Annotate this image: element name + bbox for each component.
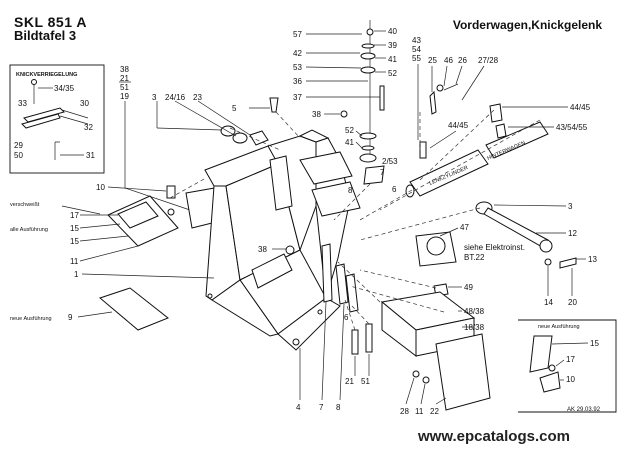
callout-38b: 38 bbox=[258, 245, 267, 254]
callout-10a: 10 bbox=[96, 183, 105, 192]
callout-44-45b: 44/45 bbox=[448, 121, 469, 130]
callout-14: 14 bbox=[544, 298, 553, 307]
website-watermark: www.epcatalogs.com bbox=[418, 428, 570, 445]
callout-8b: 8 bbox=[336, 403, 341, 412]
knick-label-3: 30 bbox=[80, 99, 89, 108]
callout-28: 28 bbox=[400, 407, 409, 416]
callout-18-38: 18/38 bbox=[464, 323, 485, 332]
callout-1: 1 bbox=[74, 270, 79, 279]
callout-13: 13 bbox=[588, 255, 597, 264]
callout-23: 23 bbox=[193, 93, 202, 102]
mid-bolts bbox=[321, 243, 459, 355]
col-label-1: 38 bbox=[120, 65, 129, 74]
callout-25: 25 bbox=[428, 56, 437, 65]
knick-label-5: 29 bbox=[14, 141, 23, 150]
callout-43: 43 bbox=[412, 36, 421, 45]
callout-37: 37 bbox=[293, 93, 302, 102]
callout-36: 36 bbox=[293, 77, 302, 86]
inset-knickverriegelung: KNICKVERRIEGELUNG 34/35 33 30 32 29 50 3… bbox=[9, 64, 105, 174]
callout-6b: 6 bbox=[344, 313, 349, 322]
col-label-3: 51 bbox=[120, 83, 129, 92]
callout-22: 22 bbox=[430, 407, 439, 416]
inset-new-right: neue Ausführung 15 17 10 bbox=[518, 319, 617, 413]
knick-label-7: 31 bbox=[86, 151, 95, 160]
elektro-note-1: siehe Elektroinst. bbox=[464, 243, 525, 252]
callout-44-45a: 44/45 bbox=[570, 103, 591, 112]
callout-53: 53 bbox=[293, 63, 302, 72]
diagram-title: Vorderwagen,Knickgelenk bbox=[452, 18, 602, 32]
note-new-right: neue Ausführung bbox=[538, 324, 580, 330]
left-label-17: 17 bbox=[70, 211, 79, 220]
knick-label-2: 33 bbox=[18, 99, 27, 108]
col-label-4: 19 bbox=[120, 92, 129, 101]
elektro-note-2: BT.22 bbox=[464, 253, 485, 262]
knick-label-6: 50 bbox=[14, 151, 23, 160]
new-right-label-17: 17 bbox=[566, 355, 575, 364]
callout-52b: 52 bbox=[345, 126, 354, 135]
rear-panel-group bbox=[380, 291, 491, 411]
column-labels: 38 21 51 19 bbox=[119, 65, 191, 211]
callout-38a: 38 bbox=[312, 110, 321, 119]
callout-48-38: 48/38 bbox=[464, 307, 485, 316]
callout-46: 46 bbox=[444, 56, 453, 65]
callout-11: 11 bbox=[70, 257, 79, 266]
model-code: SKL 851 A bbox=[14, 14, 87, 30]
pivot-pin-right bbox=[475, 201, 577, 269]
plate-number: Bildtafel 3 bbox=[14, 28, 77, 43]
left-label-15b: 15 bbox=[70, 237, 79, 246]
plate-new-version: neue Ausführung 9 bbox=[10, 287, 169, 331]
note-new-left: neue Ausführung bbox=[10, 316, 52, 322]
callout-2-53: 2/53 bbox=[382, 157, 398, 166]
knick-label-1: 34/35 bbox=[54, 84, 75, 93]
drawing-reference: AK 29.03.92 bbox=[567, 407, 601, 413]
left-label-15a: 15 bbox=[70, 224, 79, 233]
new-right-label-10: 10 bbox=[566, 375, 575, 384]
callout-8a: 8 bbox=[348, 186, 353, 195]
callout-49: 49 bbox=[464, 283, 473, 292]
callout-7a: 7 bbox=[380, 168, 385, 177]
callout-54: 54 bbox=[412, 45, 421, 54]
callout-55: 55 bbox=[412, 54, 421, 63]
callout-47: 47 bbox=[460, 223, 469, 232]
callout-52a: 52 bbox=[388, 69, 397, 78]
callout-27-28: 27/28 bbox=[478, 56, 499, 65]
left-bracket-group: verschweißt alle Ausführung 17 15 15 bbox=[10, 185, 179, 247]
callout-4: 4 bbox=[296, 403, 301, 412]
assembly-centerlines bbox=[169, 109, 541, 331]
callout-12: 12 bbox=[568, 229, 577, 238]
callout-39: 39 bbox=[388, 41, 397, 50]
note-all-versions: alle Ausführung bbox=[10, 227, 48, 233]
callout-21: 21 bbox=[345, 377, 354, 386]
callout-5: 5 bbox=[232, 104, 237, 113]
callout-20: 20 bbox=[568, 298, 577, 307]
top-pin-stack bbox=[340, 20, 385, 185]
callout-41b: 41 bbox=[345, 138, 354, 147]
callout-43-54-55: 43/54/55 bbox=[556, 123, 588, 132]
callout-3b: 3 bbox=[568, 202, 573, 211]
inset-knick-title: KNICKVERRIEGELUNG bbox=[16, 72, 77, 78]
note-welded: verschweißt bbox=[10, 202, 40, 208]
callout-3a: 3 bbox=[152, 93, 157, 102]
col-label-2: 21 bbox=[120, 74, 129, 83]
callout-7b: 7 bbox=[319, 403, 324, 412]
callout-42: 42 bbox=[293, 49, 302, 58]
plate-label-9: 9 bbox=[68, 313, 73, 322]
front-frame bbox=[185, 129, 361, 351]
knick-label-4: 32 bbox=[84, 123, 93, 132]
callout-6a: 6 bbox=[392, 185, 397, 194]
new-right-label-15: 15 bbox=[590, 339, 599, 348]
electrical-box: siehe Elektroinst. BT.22 bbox=[415, 231, 525, 267]
part-callouts: 3 24/16 23 5 57 42 53 36 37 40 39 41 52 … bbox=[70, 27, 597, 416]
callout-26: 26 bbox=[458, 56, 467, 65]
callout-24-16: 24/16 bbox=[165, 93, 186, 102]
callout-51: 51 bbox=[361, 377, 370, 386]
callout-41a: 41 bbox=[388, 55, 397, 64]
callout-11b: 11 bbox=[415, 407, 424, 416]
steering-cylinder-group: LENKZYLINDER HINTERWAGEN bbox=[405, 83, 549, 198]
callout-40: 40 bbox=[388, 27, 397, 36]
bushings-group bbox=[156, 97, 279, 146]
callout-57: 57 bbox=[293, 30, 302, 39]
